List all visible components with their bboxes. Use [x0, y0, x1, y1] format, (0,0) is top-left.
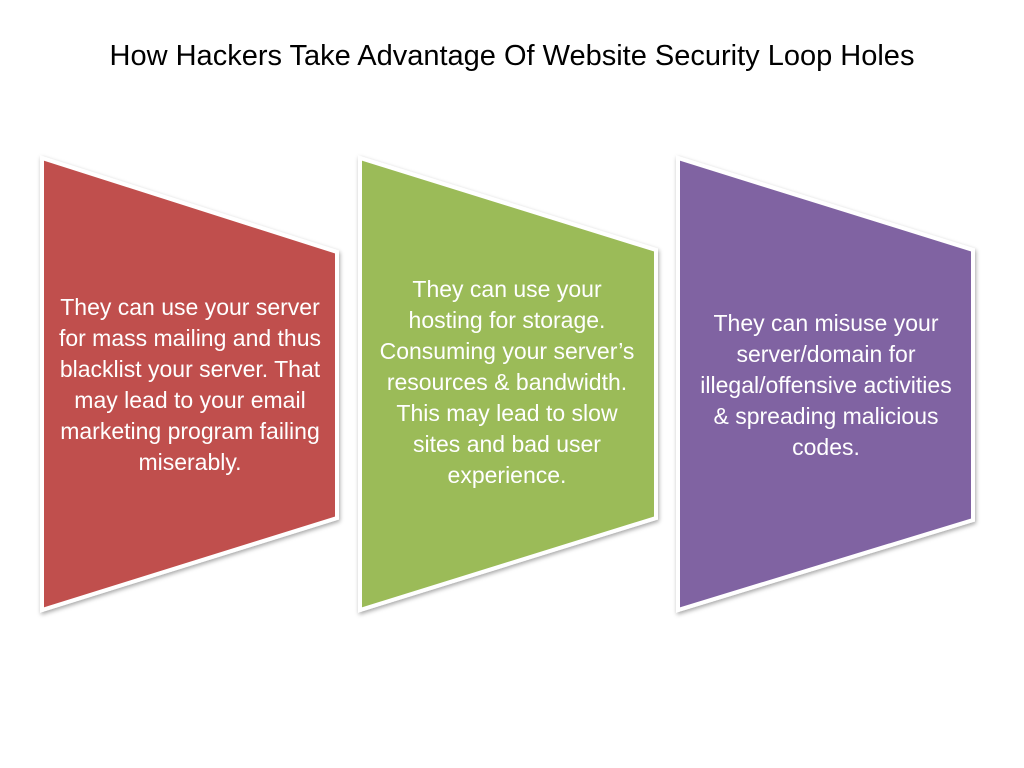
- panel-1-shape: [40, 155, 339, 613]
- panel-2-shape: [358, 155, 658, 613]
- panel-3-text: They can misuse your server/domain for i…: [700, 309, 952, 460]
- panel-3-shape: [676, 155, 975, 613]
- panel-1-text: They can use your server for mass mailin…: [58, 294, 322, 475]
- slide-title: How Hackers Take Advantage Of Website Se…: [109, 40, 915, 72]
- panel-2-text: They can use your hosting for storage. C…: [379, 275, 635, 488]
